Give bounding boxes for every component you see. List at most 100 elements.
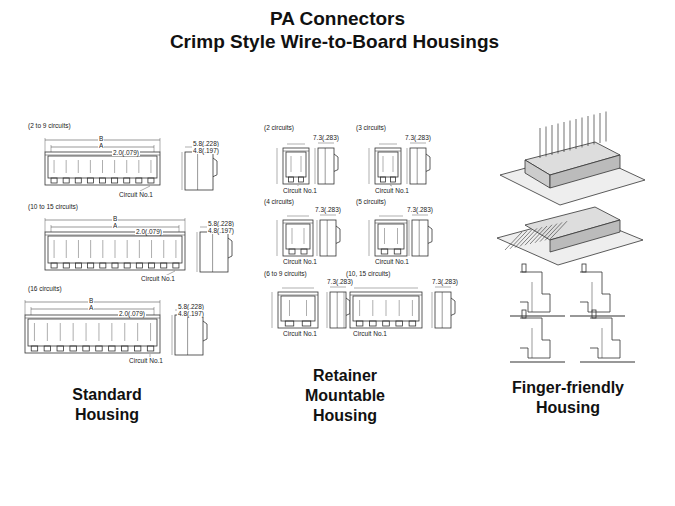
drawing-shape [550, 155, 620, 188]
section-outline [590, 318, 620, 358]
drawing-rect [87, 178, 93, 183]
drawing-rect [63, 178, 69, 183]
drawing-line [160, 138, 161, 152]
drawing-line [185, 218, 186, 232]
drawing-rect [582, 264, 586, 272]
drawing-line [337, 292, 338, 328]
drawing-rect [149, 263, 155, 268]
drawing-rect [381, 177, 386, 182]
drawing-rect [281, 296, 315, 321]
drawing-line [78, 240, 79, 258]
drawing-line [435, 287, 451, 288]
drawing-rect [353, 296, 419, 321]
drawing-line [379, 216, 403, 217]
dimension-label: A [112, 222, 118, 229]
housing-type-label: Standard Housing [62, 385, 152, 425]
dimension-label: 7.3(.283) [404, 134, 432, 141]
drawing-rect [318, 148, 334, 184]
drawing-rect [299, 177, 304, 182]
drawing-line [150, 323, 151, 341]
drawing-line [315, 148, 316, 184]
drawing-rect [375, 220, 407, 256]
drawing-line [564, 122, 565, 152]
dimension-label: 4.8(.197) [177, 310, 205, 317]
drawing-line [272, 292, 273, 328]
drawing-rect [330, 292, 346, 328]
dimension-label: (2 circuits) [263, 124, 295, 131]
drawing-line [51, 225, 52, 232]
drawing-line [138, 160, 139, 173]
slide-title: PA Connectors [0, 7, 675, 30]
drawing-rect [283, 220, 313, 256]
dimension-label: A [98, 142, 104, 149]
drawing-line [197, 152, 198, 190]
section-outline [580, 272, 610, 312]
drawing-line [115, 240, 116, 258]
drawing-line [417, 148, 418, 184]
drawing-line [277, 148, 278, 184]
drawing-rect [302, 321, 311, 326]
drawing-rect [83, 346, 89, 351]
drawing-line [175, 240, 176, 258]
latch-line [426, 154, 430, 171]
dimension-label: Circuit No.1 [374, 258, 410, 265]
drawing-line [330, 287, 346, 288]
drawing-rect [391, 177, 396, 182]
drawing-line [600, 113, 601, 143]
drawing-line [582, 118, 583, 148]
drawing-line [532, 282, 533, 312]
drawing-rect [75, 178, 81, 183]
drawing-line [318, 143, 334, 144]
drawing-rect [286, 152, 306, 177]
drawing-rect [285, 321, 294, 326]
drawing-line [369, 148, 370, 184]
dimension-label: 2.0(.079) [112, 149, 140, 156]
line-art [25, 112, 645, 363]
drawing-rect [45, 232, 185, 270]
section-outline [520, 318, 550, 358]
drawing-line [86, 323, 87, 341]
drawing-line [399, 300, 400, 316]
drawing-line [525, 227, 542, 245]
latch-line [213, 158, 217, 177]
drawing-line [540, 224, 557, 242]
drawing-line [137, 323, 138, 341]
drawing-line [393, 156, 394, 172]
drawing-rect [161, 263, 167, 268]
drawing-line [545, 222, 562, 240]
dimension-label: Circuit No.1 [282, 187, 318, 194]
drawing-rect [28, 319, 157, 346]
drawing-line [558, 124, 559, 154]
drawing-rect [412, 220, 428, 256]
drawing-line [127, 240, 128, 258]
drawing-rect [112, 178, 118, 183]
drawing-line [66, 160, 67, 173]
drawing-rect [394, 249, 401, 254]
drawing-line [510, 231, 527, 249]
drawing-rect [31, 346, 37, 351]
drawing-rect [44, 346, 50, 351]
drawing-rect [136, 263, 142, 268]
drawing-line [111, 323, 112, 341]
drawing-line [45, 155, 160, 156]
drawing-line [197, 232, 198, 272]
drawing-rect [136, 178, 142, 183]
drawing-rect [124, 263, 130, 268]
drawing-line [60, 323, 61, 341]
drawing-line [359, 300, 360, 316]
dimension-label: B [98, 135, 104, 142]
drawing-line [409, 220, 410, 256]
drawing-line [442, 292, 443, 328]
dimension-label: Circuit No.1 [118, 191, 154, 198]
drawing-rect [100, 263, 106, 268]
housing-type-label: Finger-friendly Housing [501, 378, 636, 418]
dimension-label: 2.0(.079) [135, 228, 163, 235]
drawing-line [520, 228, 537, 246]
drawing-line [594, 115, 595, 145]
drawing-line [51, 145, 52, 152]
latch-line [228, 238, 232, 258]
drawing-line [179, 225, 180, 232]
drawing-line [163, 240, 164, 258]
drawing-line [510, 315, 565, 316]
drawing-line [277, 220, 278, 256]
